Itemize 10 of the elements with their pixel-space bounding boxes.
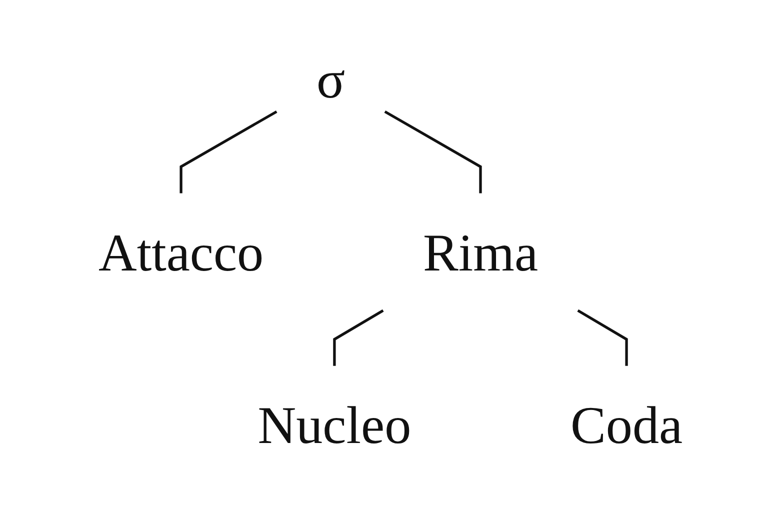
node-text: σ	[316, 50, 346, 110]
connector	[578, 309, 628, 366]
syllable-tree-drawing: σ Attacco Rima Nucleo Coda	[48, 10, 734, 496]
node-text: Attacco	[98, 222, 264, 282]
connector	[384, 110, 482, 194]
node-text: Rima	[423, 222, 539, 282]
node-text: Coda	[570, 395, 684, 455]
node-text: Nucleo	[258, 395, 412, 455]
connector	[180, 110, 278, 194]
connector	[334, 309, 384, 366]
